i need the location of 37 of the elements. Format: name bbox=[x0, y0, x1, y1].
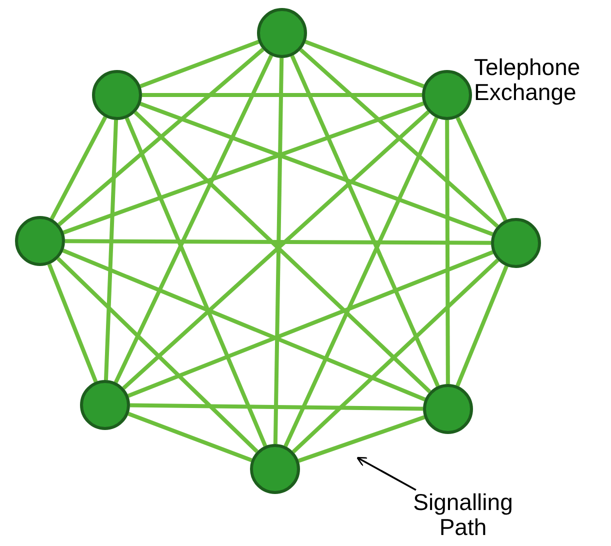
connection-line bbox=[292, 258, 500, 454]
connection-line bbox=[56, 256, 258, 454]
connection-line bbox=[304, 40, 424, 88]
connection-line bbox=[62, 248, 426, 402]
exchange-node bbox=[92, 70, 142, 120]
exchange-node bbox=[491, 218, 541, 268]
connection-line bbox=[58, 48, 264, 226]
connection-line bbox=[62, 102, 424, 234]
leader-arrow bbox=[356, 456, 416, 491]
exchange-node bbox=[80, 380, 130, 430]
exchange-node bbox=[250, 444, 300, 494]
connection-line bbox=[47, 264, 98, 382]
connection-line bbox=[290, 55, 440, 387]
path-label: Signalling Path bbox=[403, 490, 523, 542]
exchange-node bbox=[423, 384, 473, 434]
connection-line bbox=[456, 116, 508, 222]
connection-line bbox=[128, 412, 252, 462]
connection-line bbox=[273, 58, 284, 444]
exchange-node bbox=[422, 70, 472, 120]
connection-line bbox=[284, 116, 438, 448]
node-caption: Telephone Exchange bbox=[474, 55, 582, 105]
exchange-node bbox=[257, 8, 307, 58]
connection-line bbox=[50, 116, 108, 220]
connection-line bbox=[445, 120, 450, 384]
connection-line bbox=[124, 117, 268, 447]
connection-line bbox=[130, 403, 424, 411]
connection-line bbox=[140, 102, 494, 236]
connection-line bbox=[104, 120, 118, 380]
connection-line bbox=[114, 54, 274, 384]
connection-line bbox=[65, 239, 491, 245]
exchange-node bbox=[15, 216, 65, 266]
connection-line bbox=[456, 265, 508, 387]
connection-line bbox=[140, 40, 260, 88]
connection-line bbox=[142, 93, 422, 97]
connection-line bbox=[298, 415, 426, 463]
connection-line bbox=[128, 250, 494, 398]
connection-line bbox=[299, 48, 499, 228]
